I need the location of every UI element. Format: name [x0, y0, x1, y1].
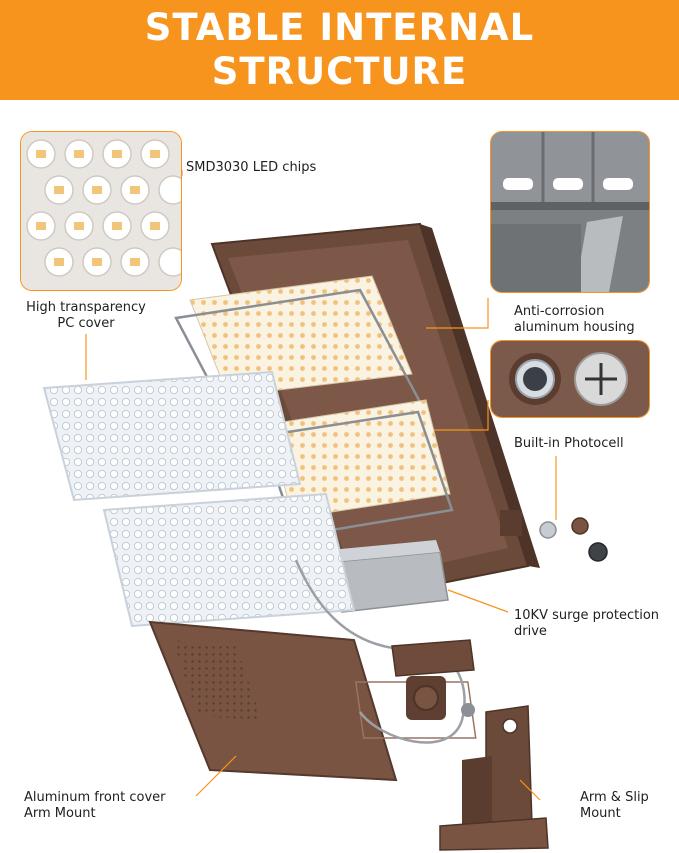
housing-inset — [490, 131, 650, 293]
leader-lines — [85, 170, 557, 801]
label-front-cover: Aluminum front cover Arm Mount — [24, 790, 166, 821]
led-chips-inset — [20, 131, 182, 291]
title-line-1: STABLE INTERNAL — [144, 6, 535, 49]
label-pc-cover: High transparency PC cover — [26, 300, 146, 331]
exploded-view-illustration — [42, 170, 608, 851]
title-banner: STABLE INTERNAL STRUCTURE — [0, 0, 679, 100]
label-arm-slip: Arm & Slip Mount — [580, 790, 649, 821]
led-board-lower — [269, 399, 451, 519]
housing-closeup — [491, 132, 649, 292]
label-photocell: Built-in Photocell — [514, 436, 624, 451]
led-board-upper — [189, 275, 413, 397]
aluminum-front-cover — [148, 620, 477, 782]
photocell-inset — [490, 340, 650, 418]
arm-mount-bracket — [391, 639, 475, 720]
label-led-chips: SMD3030 LED chips — [186, 160, 317, 175]
label-surge: 10KV surge protection drive — [514, 608, 660, 639]
surge-protection-driver — [330, 540, 449, 613]
photocell-closeup — [491, 341, 649, 417]
label-housing: Anti-corrosion aluminum housing — [514, 304, 635, 335]
pc-lens-lower — [102, 492, 356, 628]
led-chips-closeup — [21, 132, 181, 290]
title-line-2: STRUCTURE — [211, 50, 468, 93]
pc-lens-upper — [42, 370, 302, 502]
photocell-parts — [539, 517, 608, 562]
slip-mount — [439, 705, 549, 851]
